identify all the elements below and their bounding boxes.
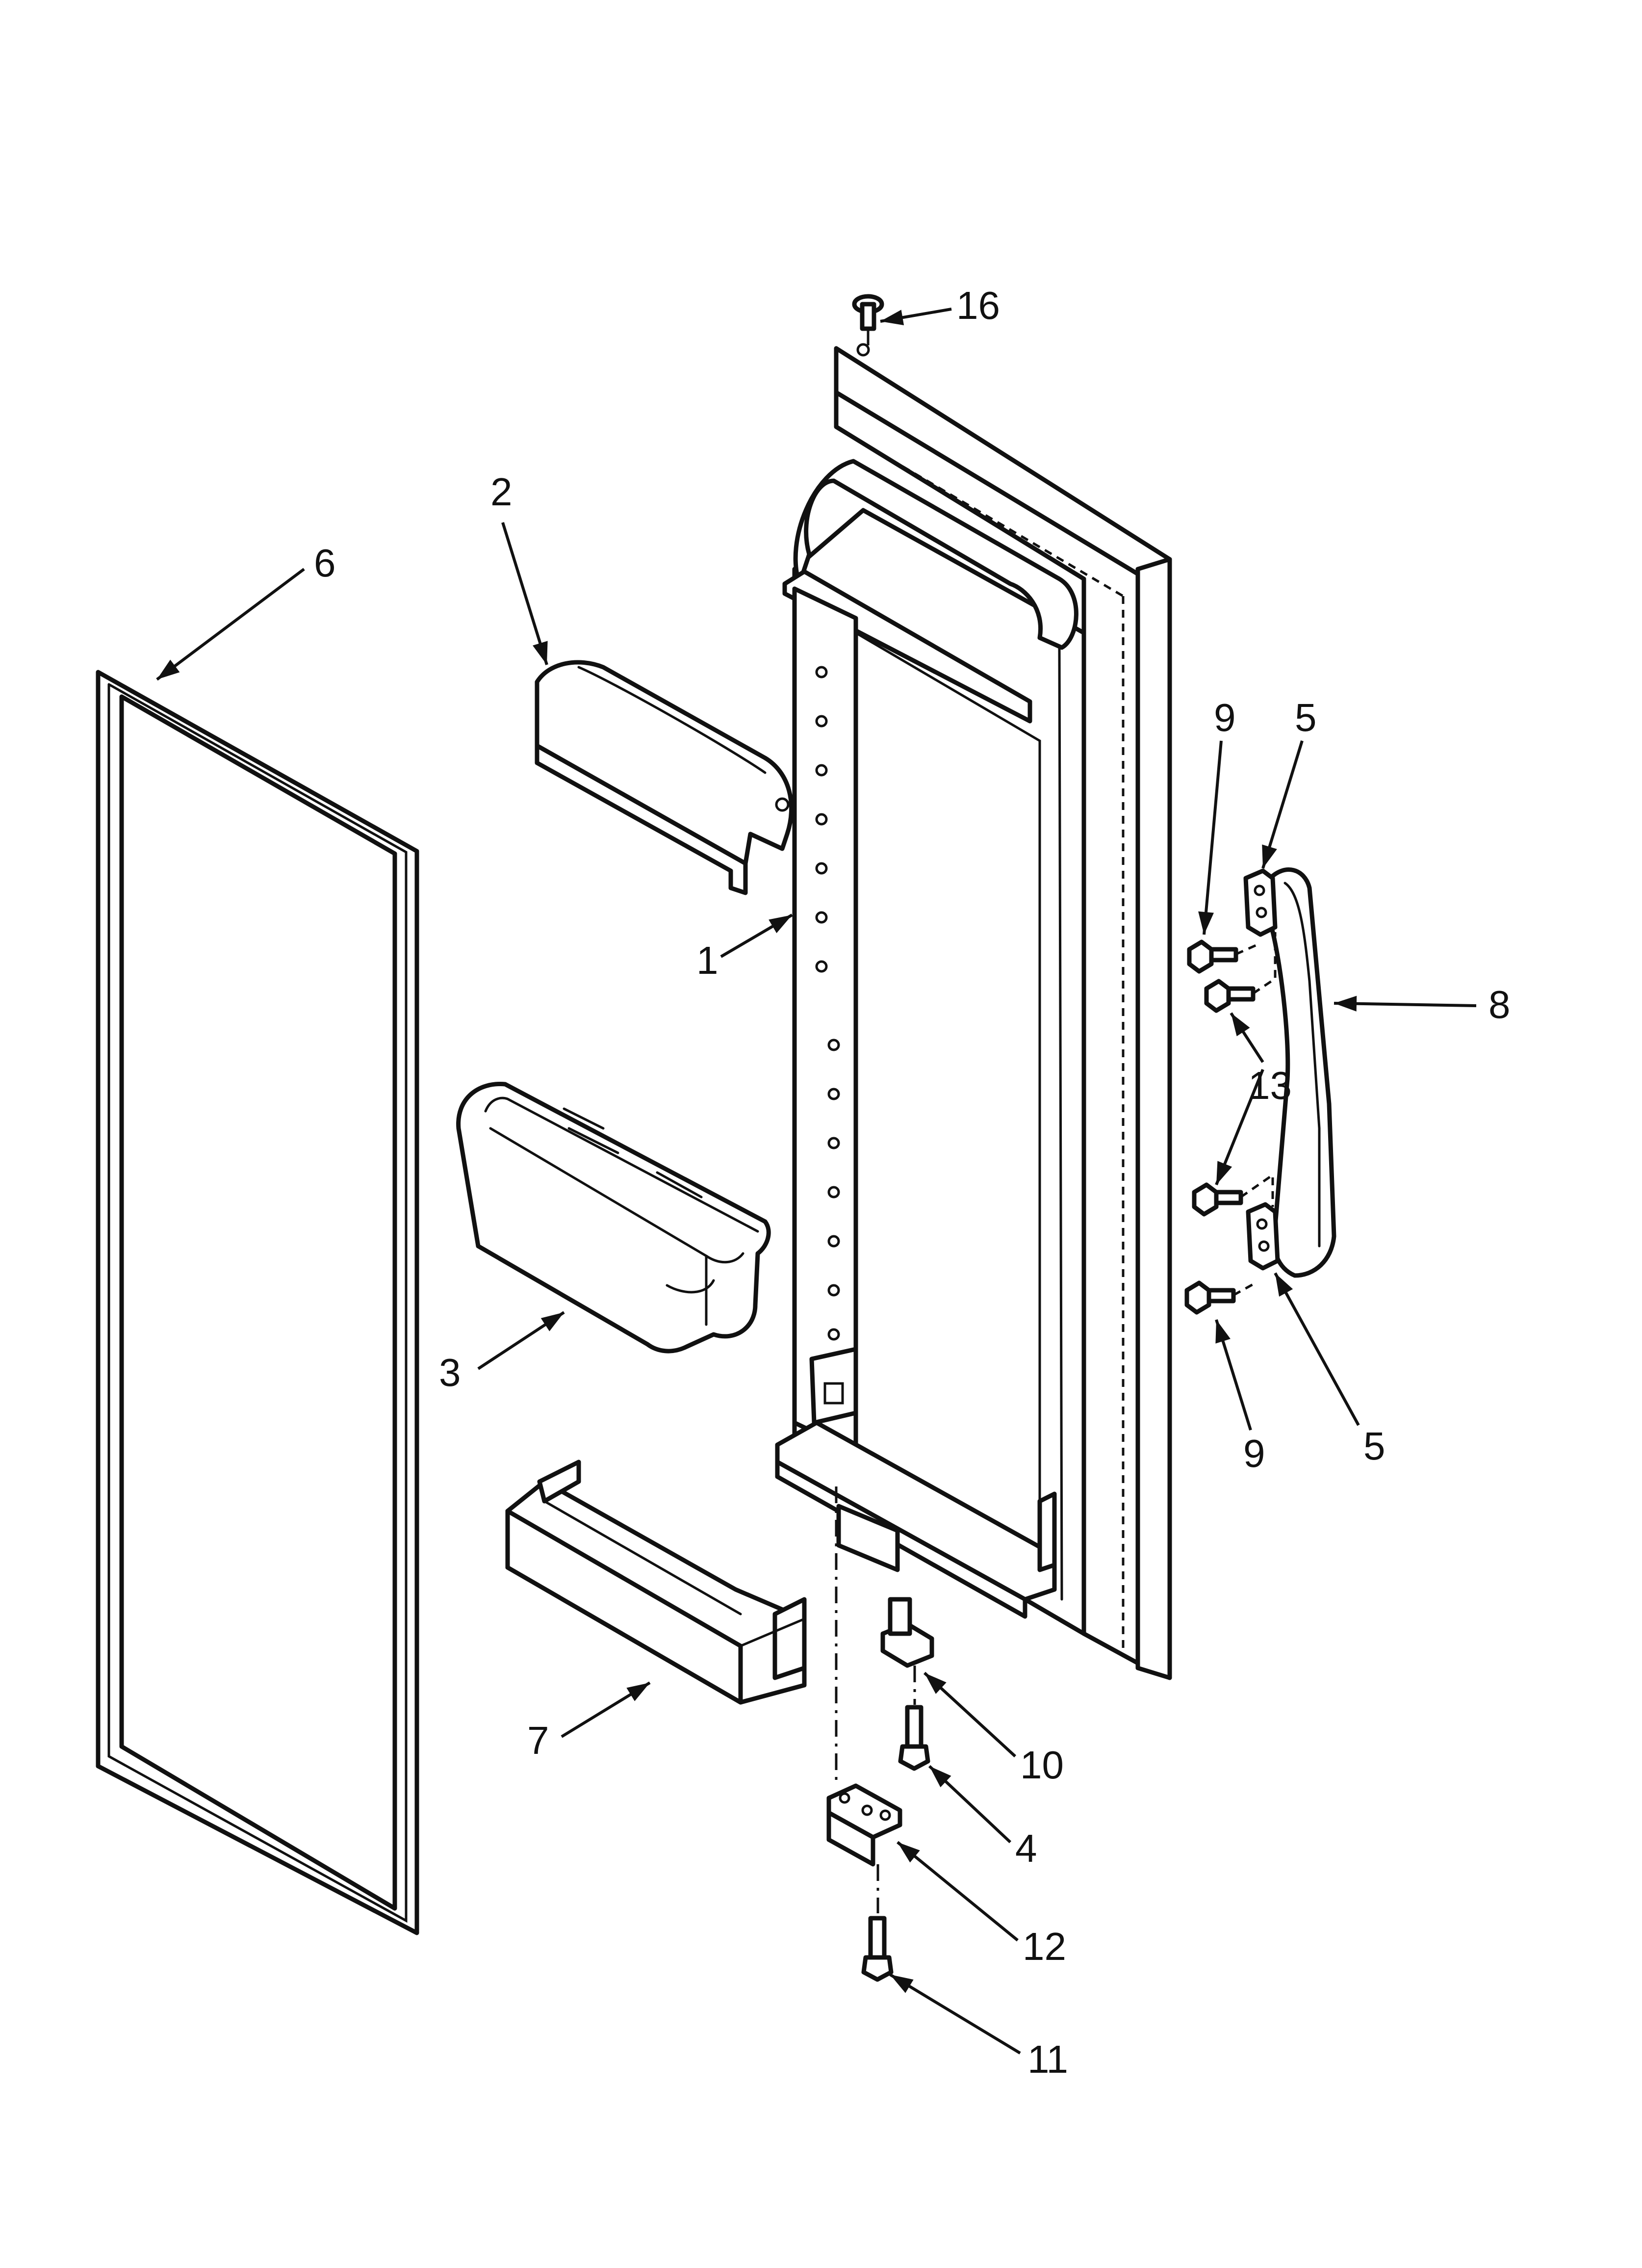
handle-screw-13-upper — [1204, 932, 1277, 1013]
door-plug-part — [852, 294, 884, 348]
callout-label-7: 7 — [527, 1719, 549, 1762]
arrowhead-13-upper — [1231, 1013, 1250, 1037]
callout-label-9-upper: 9 — [1214, 696, 1236, 739]
leader-line-9-upper — [1203, 740, 1223, 935]
leader-line-5-lower — [1274, 1272, 1360, 1426]
hinge-pin-part — [880, 1597, 934, 1705]
handle-screw-9-lower — [1184, 1280, 1257, 1315]
callout-label-12: 12 — [1023, 1925, 1066, 1968]
door-handle-part — [1268, 867, 1336, 1278]
arrowhead-4 — [929, 1766, 951, 1788]
callout-label-5-lower: 5 — [1363, 1424, 1385, 1468]
callout-label-8: 8 — [1488, 983, 1511, 1026]
bracket-screw-part — [861, 1916, 894, 1982]
door-gasket-part — [96, 670, 419, 1935]
leader-line-2 — [501, 522, 548, 665]
callout-label-5-upper: 5 — [1295, 696, 1317, 739]
arrowhead-8 — [1334, 995, 1357, 1012]
callout-label-9-lower: 9 — [1243, 1432, 1265, 1475]
arrowhead-5-upper — [1262, 844, 1277, 868]
arrowhead-9-upper — [1198, 911, 1214, 935]
callout-label-16: 16 — [956, 284, 1000, 327]
callout-label-1: 1 — [696, 938, 718, 982]
handle-screw-13-lower — [1192, 1173, 1274, 1217]
door-bin-part — [456, 1082, 771, 1354]
arrowhead-7 — [626, 1683, 650, 1701]
callout-label-2: 2 — [490, 470, 513, 514]
arrowhead-6 — [157, 659, 180, 679]
callout-label-4: 4 — [1015, 1826, 1037, 1870]
hinge-screw-part — [898, 1705, 930, 1771]
dairy-door-part — [535, 660, 794, 895]
handle-clip-upper-part — [1243, 868, 1278, 937]
arrowhead-11 — [890, 1975, 914, 1993]
leader-line-8 — [1334, 1002, 1477, 1007]
callout-label-6: 6 — [314, 541, 336, 585]
hinge-bracket-part — [826, 1486, 902, 1913]
callout-label-13: 13 — [1248, 1064, 1292, 1107]
arrowhead-9-lower — [1215, 1320, 1231, 1344]
callout-label-3: 3 — [439, 1351, 461, 1394]
callout-label-10: 10 — [1020, 1743, 1064, 1787]
arrowhead-1 — [769, 915, 792, 934]
arrowhead-3 — [540, 1312, 564, 1331]
callout-label-11: 11 — [1027, 2037, 1068, 2081]
leader-line-11 — [889, 1973, 1021, 2055]
leader-line-12 — [897, 1841, 1019, 1942]
callout-leaders — [156, 308, 1477, 2055]
arrowhead-16 — [880, 310, 904, 325]
arrowhead-10 — [924, 1673, 947, 1694]
arrowhead-13-lower — [1216, 1161, 1232, 1185]
handle-screw-9-upper — [1187, 939, 1259, 974]
lower-door-bin-part — [505, 1460, 807, 1705]
arrowhead-2 — [533, 641, 548, 665]
leader-line-6 — [156, 568, 305, 681]
arrowhead-12 — [898, 1842, 920, 1863]
door-liner-part — [775, 343, 1172, 1680]
arrowhead-5-lower — [1275, 1273, 1293, 1297]
handle-clip-lower-part — [1246, 1202, 1280, 1271]
